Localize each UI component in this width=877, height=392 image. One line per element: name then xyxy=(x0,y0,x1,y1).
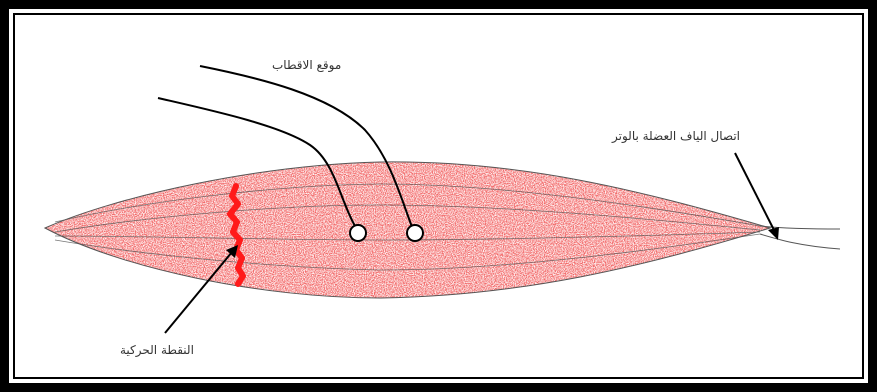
electrode-1 xyxy=(350,225,366,241)
motor-point-label: النقطة الحركية xyxy=(120,343,194,357)
electrode-site-label: موقع الاقطاب xyxy=(272,58,341,72)
electrode-2 xyxy=(407,225,423,241)
muscle-tendon-junction-label: اتصال الياف العضلة بالوتر xyxy=(612,129,740,143)
